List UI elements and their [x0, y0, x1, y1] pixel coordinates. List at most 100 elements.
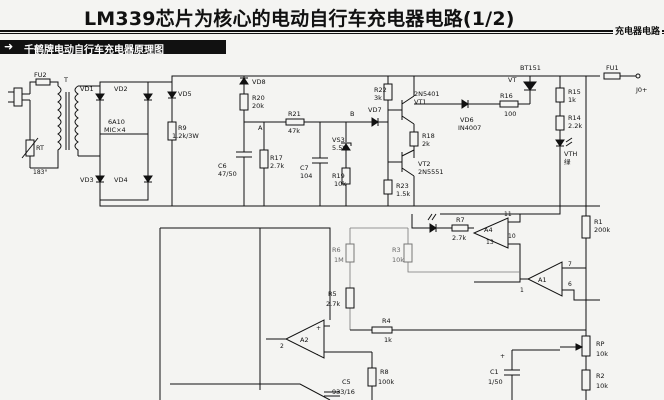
r14-label: R14	[568, 114, 581, 122]
bt151-label: BT151	[520, 64, 541, 72]
resistor-r2: R2 10k	[581, 369, 608, 400]
r20-value: 20k	[252, 102, 264, 110]
a2-label: A2	[300, 336, 309, 344]
led-indicator	[411, 213, 452, 233]
r17-label: R17	[270, 154, 283, 162]
r1-label: R1	[594, 218, 603, 226]
resistor-r7: R7 2.7k	[451, 216, 474, 242]
thyristor-vt: VT BT151	[508, 64, 541, 104]
resistor-r22: R22 3k	[374, 76, 393, 122]
r17-value: 2.7k	[270, 162, 284, 170]
r9-value: 1.2k/3W	[172, 132, 199, 140]
r15-value: 1k	[568, 96, 576, 104]
node-a-wire	[243, 110, 286, 123]
resistor-r23: R23 1.5k	[383, 162, 410, 206]
r8-label: R8	[380, 368, 389, 376]
vs3-label: VS3	[332, 136, 345, 144]
positive-rail	[148, 75, 600, 83]
vd2-label: VD2	[114, 85, 128, 93]
c7-value: 104	[300, 172, 312, 180]
bottom-wire	[170, 383, 331, 400]
comparator-a1: A1 7 6 1	[474, 261, 600, 301]
fu2-label: FU2	[34, 71, 47, 79]
ground-rail	[99, 200, 600, 207]
c7-label: C7	[300, 164, 309, 172]
r18-label: R18	[422, 132, 435, 140]
r19-label: R19	[332, 172, 345, 180]
resistor-r6: R6 1M	[332, 228, 355, 330]
r22-label: R22	[374, 86, 387, 94]
capacitor-c6: C6 47/50	[218, 122, 252, 206]
subtitle-bar	[0, 40, 226, 54]
c5-label: C5	[342, 378, 351, 386]
vt1-part: 2N5401	[414, 90, 440, 98]
r9-label: R9	[178, 124, 187, 132]
title-rule-thin	[0, 33, 664, 34]
rt-value: 183°	[33, 169, 47, 176]
diode-vd5: VD5	[167, 82, 192, 100]
vt1-label: VT1	[414, 98, 427, 106]
rt-label: RT	[36, 144, 44, 152]
r18-value: 2k	[422, 140, 430, 148]
a1-pin1: 1	[520, 287, 524, 294]
r2-label: R2	[596, 372, 605, 380]
rp-label: RP	[596, 340, 605, 348]
vd6-label: VD6	[460, 116, 474, 124]
vd8-label: VD8	[252, 78, 266, 86]
a1-pin7: 7	[568, 261, 572, 268]
vth-color: 绿	[564, 157, 571, 166]
page-title: LM339芯片为核心的电动自行车充电器电路(1/2)	[84, 8, 515, 30]
resistor-r5: R5 2.7k	[326, 287, 355, 309]
vd1-label: VD1	[80, 85, 94, 93]
resistor-r14: R14 2.2k	[555, 114, 582, 140]
r4-label: R4	[382, 317, 391, 325]
r23-label: R23	[396, 182, 409, 190]
a2-plus-sign: +	[316, 325, 321, 332]
node-b-label: B	[350, 110, 354, 118]
zener-vs3: VS3 5.5V	[332, 122, 352, 206]
led-vth: VTH 绿	[555, 137, 577, 206]
resistor-r16: R16 100	[499, 92, 530, 118]
resistor-r1: R1 200k	[581, 215, 610, 330]
rp-value: 10k	[596, 350, 608, 358]
resistor-r21: R21 47k	[285, 110, 346, 135]
r23-value: 1.5k	[396, 190, 410, 198]
diagram-subtitle: 千鹤牌电动自行车充电器原理图	[24, 45, 164, 56]
transformer-t: T	[57, 76, 79, 156]
transistor-vt1: 2N5401 VT1	[388, 76, 440, 132]
fuse-fu2: FU2	[29, 71, 59, 94]
resistor-r19: R19 10k	[332, 121, 372, 188]
bridge-spec-line2: MIC×4	[104, 126, 126, 134]
c1-label: C1	[490, 368, 499, 376]
r3-value: 10k	[392, 256, 404, 264]
vd5-label: VD5	[178, 90, 192, 98]
arrow-right-icon: ➜	[4, 40, 14, 53]
vs3-value: 5.5V	[332, 144, 347, 152]
control-rail	[159, 227, 331, 400]
r5-value: 2.7k	[326, 300, 340, 308]
c5-value: 933/16	[332, 388, 355, 396]
r21-value: 47k	[288, 127, 300, 135]
vt-label: VT	[508, 76, 516, 84]
r19-value: 10k	[334, 180, 346, 188]
vth-label: VTH	[564, 150, 577, 158]
a4-pin10: 10	[508, 233, 516, 240]
bridge-rectifier: VD1 VD2 VD3 VD4 6A10 MIC×4	[78, 81, 153, 201]
a4-label: A4	[484, 226, 493, 234]
vd7-label: VD7	[368, 106, 382, 114]
comparator-a4: A4 11 10 13	[472, 211, 521, 282]
r6-label: R6	[332, 246, 341, 254]
c1-plus-sign: +	[500, 353, 505, 360]
a2-minus-sign: -	[316, 351, 318, 358]
r7-label: R7	[456, 216, 465, 224]
title-rule	[0, 30, 664, 32]
vt2-part: 2N5551	[418, 168, 444, 176]
circuit-schematic: FU2 RT 183° T	[8, 64, 648, 400]
a1-pin6: 6	[568, 281, 572, 288]
fu1-label: FU1	[606, 64, 619, 72]
r2-value: 10k	[596, 382, 608, 390]
r22-value: 3k	[374, 94, 382, 102]
comparator-a2: A2 2 + -	[266, 319, 372, 359]
diode-vd7: VD7	[368, 106, 388, 127]
